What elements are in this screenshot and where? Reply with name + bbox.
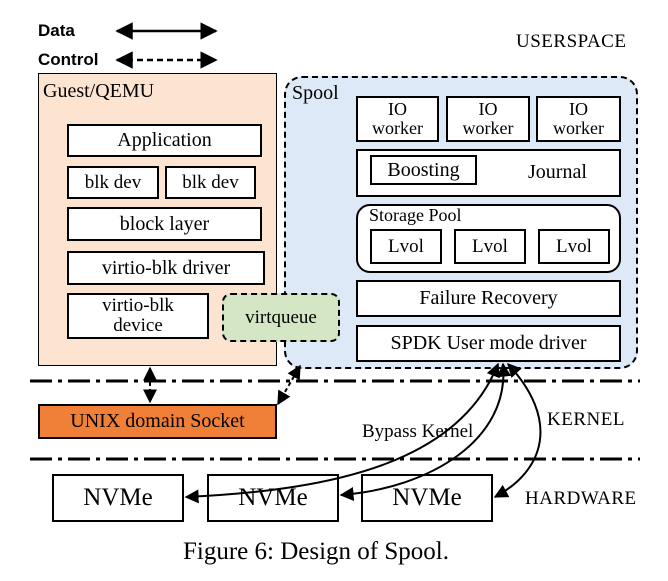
virtqueue-box: virtqueue (222, 293, 340, 342)
failure-recovery-box: Failure Recovery (356, 280, 621, 317)
io-worker-box-1: IO worker (356, 96, 439, 142)
io-worker-box-3: IO worker (536, 96, 621, 142)
boosting-box: Boosting (370, 155, 477, 185)
figure-caption: Figure 6: Design of Spool. (183, 538, 449, 565)
hardware-label: HARDWARE (525, 488, 637, 509)
socket-spool-arrow (277, 364, 301, 406)
virtio-blk-driver-box: virtio-blk driver (67, 251, 265, 285)
guest-qemu-title: Guest/QEMU (43, 80, 155, 102)
journal-label: Journal (528, 161, 587, 183)
blk-dev-box-2: blk dev (165, 166, 256, 199)
block-layer-box: block layer (67, 207, 262, 241)
spool-title: Spool (292, 82, 339, 104)
bypass-kernel-label: Bypass Kernel (362, 421, 474, 442)
blk-dev-box-1: blk dev (67, 166, 159, 199)
application-box: Application (67, 124, 262, 157)
nvme-box-3: NVMe (361, 474, 493, 522)
virtio-blk-device-box: virtio-blk device (67, 293, 209, 339)
spdk-nvme3-arrow (493, 362, 542, 498)
lvol-box-1: Lvol (370, 229, 442, 264)
nvme-box-1: NVMe (52, 474, 184, 522)
lvol-box-2: Lvol (454, 229, 526, 264)
legend-data-label: Data (38, 21, 75, 40)
spdk-driver-box: SPDK User mode driver (356, 325, 621, 362)
io-worker-box-2: IO worker (446, 96, 530, 142)
unix-domain-socket-box: UNIX domain Socket (38, 404, 277, 439)
legend-control-label: Control (38, 50, 99, 69)
nvme-box-2: NVMe (207, 474, 339, 522)
kernel-label: KERNEL (547, 409, 625, 430)
userspace-label: USERSPACE (516, 31, 627, 52)
storage-pool-label: Storage Pool (369, 205, 462, 225)
lvol-box-3: Lvol (538, 229, 610, 264)
